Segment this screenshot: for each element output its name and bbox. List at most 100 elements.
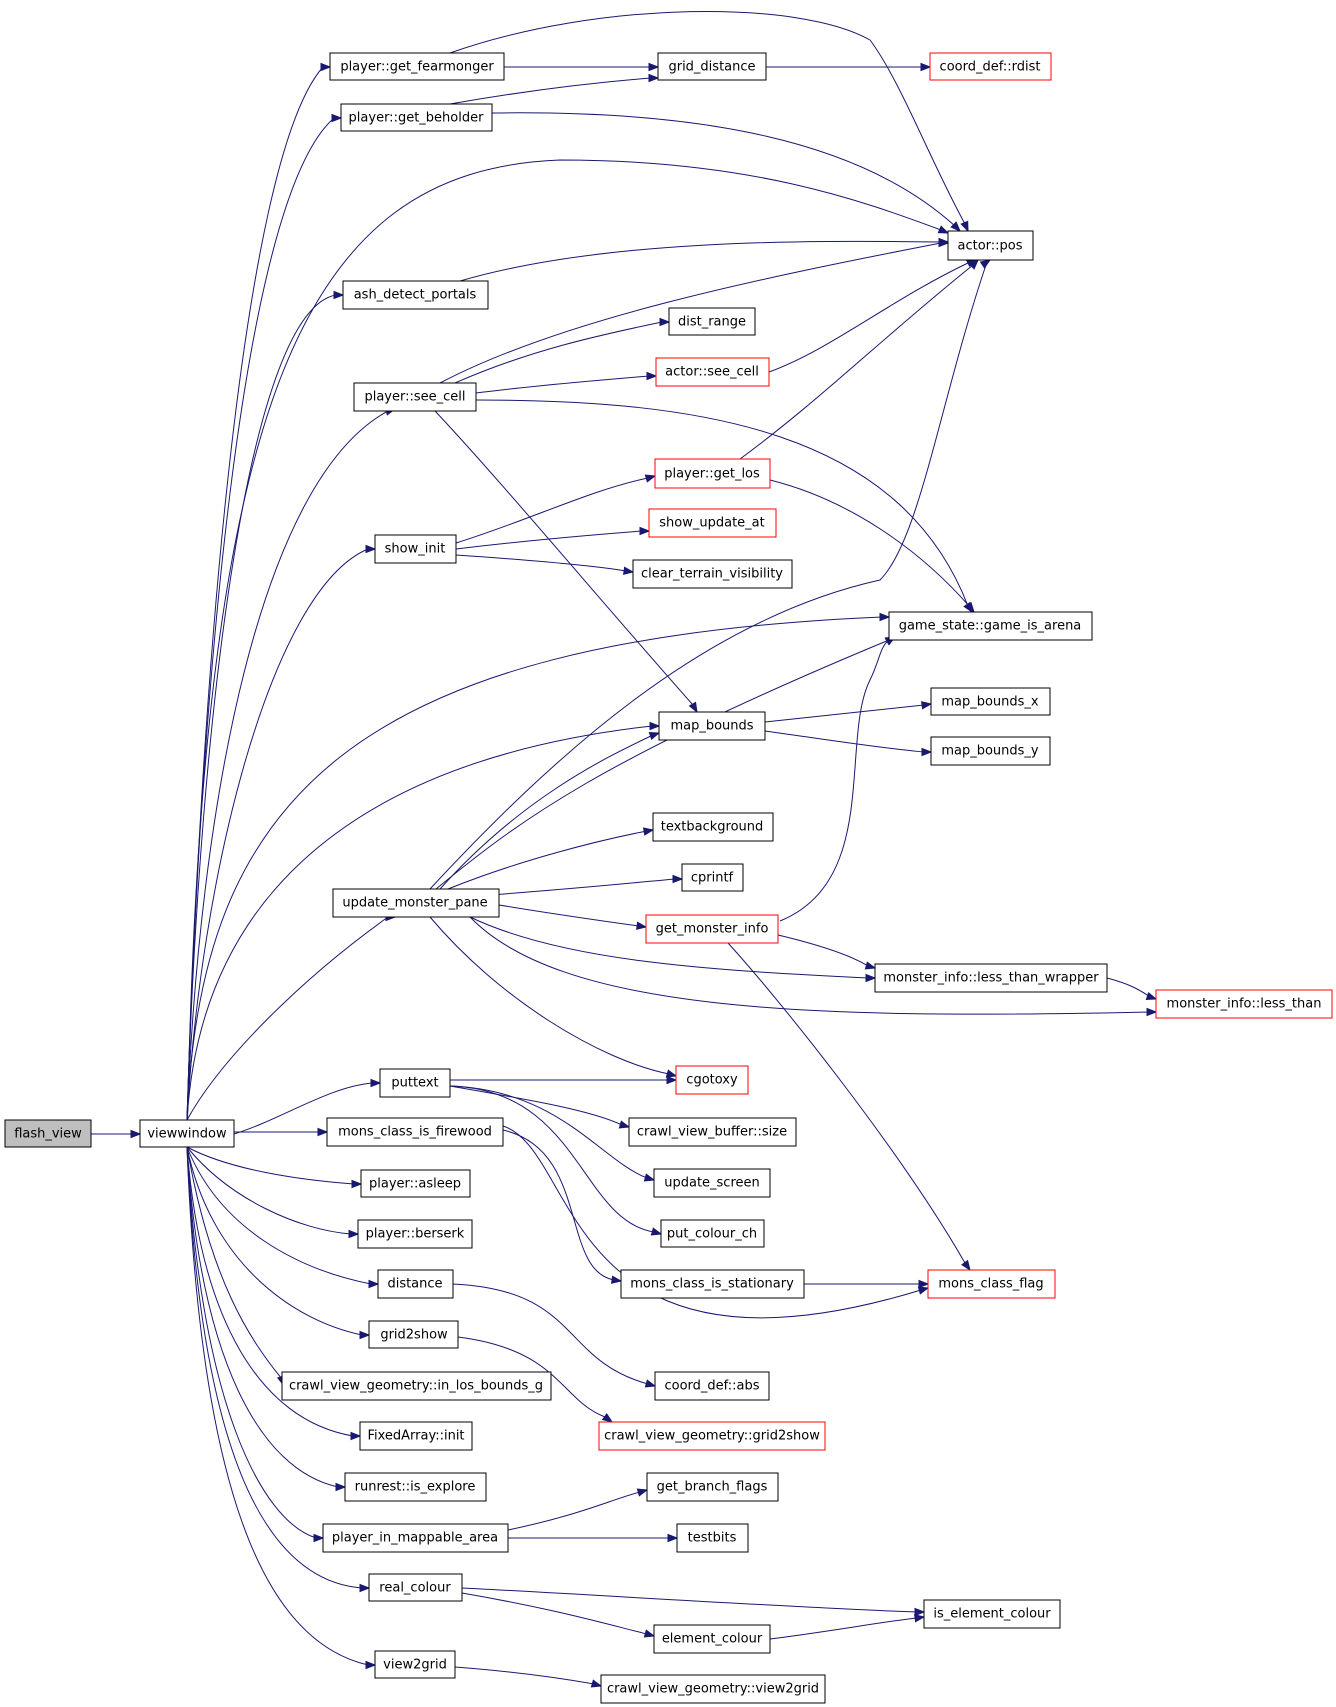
arrowhead — [648, 62, 660, 72]
node-label: flash_view — [14, 1127, 82, 1142]
call-edge — [502, 1129, 615, 1281]
node-viewwindow[interactable]: viewwindow — [139, 1119, 235, 1148]
node-rdist[interactable]: coord_def::rdist — [929, 52, 1052, 81]
node-player-get-los[interactable]: player::get_los — [654, 458, 771, 489]
node-fixedarray-init[interactable]: FixedArray::init — [359, 1421, 473, 1451]
node-update-screen[interactable]: update_screen — [653, 1168, 771, 1198]
node-real-colour[interactable]: real_colour — [368, 1573, 463, 1602]
node-label: crawl_view_geometry::in_los_bounds_g — [289, 1379, 543, 1394]
node-grid2show[interactable]: grid2show — [368, 1320, 459, 1349]
call-edge — [461, 1592, 648, 1635]
call-edge — [429, 261, 988, 890]
arrowhead — [650, 1227, 663, 1236]
call-edge — [439, 734, 654, 890]
node-cprintf[interactable]: cprintf — [681, 863, 744, 892]
node-get-branch-flags[interactable]: get_branch_flags — [646, 1472, 779, 1502]
node-cgotoxy[interactable]: cgotoxy — [675, 1065, 749, 1095]
node-testbits[interactable]: testbits — [676, 1523, 749, 1553]
node-game-is-arena[interactable]: game_state::game_is_arena — [888, 611, 1093, 641]
arrowhead — [365, 544, 377, 554]
arrowhead — [359, 1583, 371, 1593]
call-edge — [186, 1146, 354, 1437]
node-get-monster-info[interactable]: get_monster_info — [645, 914, 779, 944]
node-map-bounds-x[interactable]: map_bounds_x — [930, 687, 1051, 716]
node-element-colour[interactable]: element_colour — [653, 1624, 771, 1654]
node-is-element-colour[interactable]: is_element_colour — [923, 1599, 1061, 1629]
arrowhead — [610, 1275, 623, 1284]
node-label: coord_def::abs — [664, 1379, 759, 1394]
node-coord-def-abs[interactable]: coord_def::abs — [654, 1371, 770, 1401]
arrowhead — [921, 747, 933, 757]
call-edge — [449, 1085, 648, 1179]
node-geom-view2grid[interactable]: crawl_view_geometry::view2grid — [600, 1674, 826, 1704]
node-distance[interactable]: distance — [377, 1269, 454, 1299]
node-player-in-mappable-area[interactable]: player_in_mappable_area — [322, 1523, 509, 1553]
call-edge — [502, 1125, 922, 1319]
node-label: mons_class_is_firewood — [338, 1125, 492, 1140]
node-runrest-is-explore[interactable]: runrest::is_explore — [344, 1472, 487, 1502]
node-label: map_bounds_y — [941, 744, 1039, 759]
call-edge — [186, 159, 942, 1148]
call-edge — [186, 725, 653, 1121]
node-mons-class-flag[interactable]: mons_class_flag — [927, 1269, 1056, 1299]
call-edge — [435, 639, 890, 890]
node-put-colour-ch[interactable]: put_colour_ch — [660, 1219, 765, 1248]
arrowhead — [913, 1614, 926, 1623]
node-get-beholder[interactable]: player::get_beholder — [340, 103, 493, 132]
node-get-fearmonger[interactable]: player::get_fearmonger — [329, 52, 505, 81]
node-label: player::see_cell — [364, 390, 465, 405]
node-label: player::asleep — [369, 1177, 461, 1192]
arrowhead — [979, 259, 992, 269]
node-crawl-view-buffer-size[interactable]: crawl_view_buffer::size — [628, 1117, 797, 1147]
call-edge — [429, 916, 670, 1075]
arrowhead — [659, 317, 671, 327]
node-mons-class-is-firewood[interactable]: mons_class_is_firewood — [326, 1117, 504, 1147]
node-mons-class-is-stationary[interactable]: mons_class_is_stationary — [620, 1269, 805, 1299]
node-label: player::get_fearmonger — [340, 60, 494, 75]
node-player-asleep[interactable]: player::asleep — [360, 1169, 471, 1198]
call-edge — [186, 1146, 363, 1336]
node-geom-grid2show[interactable]: crawl_view_geometry::grid2show — [598, 1421, 826, 1451]
call-edge — [186, 117, 335, 1121]
node-less-than[interactable]: monster_info::less_than — [1155, 989, 1333, 1019]
node-map-bounds[interactable]: map_bounds — [658, 711, 766, 741]
call-edge — [186, 1146, 363, 1589]
node-ash-detect-portals[interactable]: ash_detect_portals — [342, 280, 489, 310]
arrowhead — [331, 113, 343, 123]
node-clear-terrain-visibility[interactable]: clear_terrain_visibility — [632, 559, 793, 589]
node-textbackground[interactable]: textbackground — [652, 812, 774, 842]
node-show-update-at[interactable]: show_update_at — [648, 508, 777, 538]
node-show-init[interactable]: show_init — [374, 534, 457, 564]
call-edge — [452, 1283, 649, 1385]
node-player-see-cell[interactable]: player::see_cell — [353, 382, 477, 412]
node-grid-distance[interactable]: grid_distance — [657, 52, 767, 81]
arrowhead — [914, 1607, 926, 1617]
node-label: grid2show — [380, 1328, 448, 1343]
node-dist-range[interactable]: dist_range — [668, 307, 756, 336]
node-puttext[interactable]: puttext — [379, 1068, 451, 1098]
arrowhead — [320, 62, 332, 72]
node-label: coord_def::rdist — [940, 60, 1041, 75]
node-actor-pos[interactable]: actor::pos — [947, 230, 1034, 261]
node-in-los-bounds-g[interactable]: crawl_view_geometry::in_los_bounds_g — [281, 1371, 552, 1401]
node-player-berserk[interactable]: player::berserk — [357, 1219, 473, 1249]
node-less-than-wrapper[interactable]: monster_info::less_than_wrapper — [874, 963, 1108, 993]
call-edge — [449, 77, 652, 105]
node-label: actor::pos — [957, 239, 1022, 254]
node-label: viewwindow — [147, 1127, 227, 1142]
call-edge — [186, 66, 324, 1121]
call-edge — [186, 1146, 372, 1285]
arrowhead — [643, 1629, 656, 1638]
arrowhead — [920, 701, 933, 710]
node-view2grid[interactable]: view2grid — [374, 1650, 456, 1679]
node-flash-view[interactable]: flash_view — [4, 1119, 92, 1148]
node-label: get_branch_flags — [657, 1480, 768, 1495]
node-actor-see-cell[interactable]: actor::see_cell — [655, 357, 770, 387]
call-edge — [449, 1085, 655, 1233]
node-map-bounds-y[interactable]: map_bounds_y — [930, 736, 1051, 766]
node-update-monster-pane[interactable]: update_monster_pane — [332, 888, 500, 918]
arrowhead — [643, 1173, 656, 1182]
arrowhead — [313, 1533, 325, 1543]
call-edge — [491, 112, 956, 227]
arrowhead — [335, 1482, 347, 1492]
